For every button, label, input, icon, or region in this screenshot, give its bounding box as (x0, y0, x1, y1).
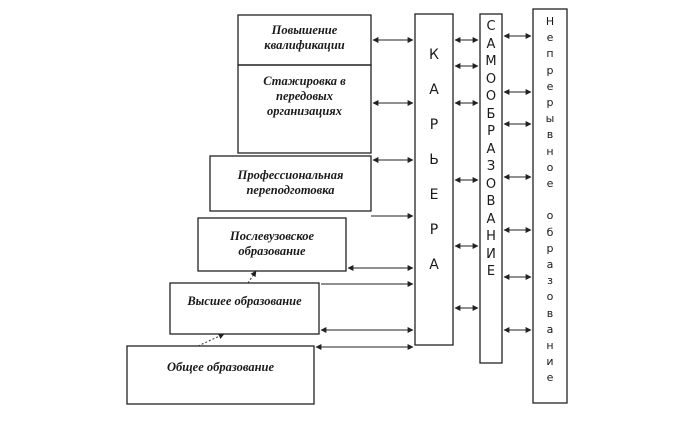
label-postgraduate: Послевузовское образование (229, 229, 315, 258)
box-internship (237, 64, 372, 154)
label-internship: Стажировка в передовых организациях (263, 74, 346, 118)
connector-general-higher (197, 333, 225, 347)
label-general: Общее образование (166, 360, 275, 374)
label-retraining: Профессиональная переподготовка (237, 168, 344, 197)
label-continuous: Н е п р е р ы в н о е о б р а з о в а н … (545, 15, 555, 385)
box-higher (169, 282, 320, 335)
label-higher: Высшее образование (187, 294, 302, 308)
label-qualification: Повышение квалификации (264, 23, 345, 52)
column-self-education (479, 13, 503, 364)
box-retraining (209, 155, 372, 212)
label-self-education: С А М О О Б Р А З О В А Н И Е (485, 19, 497, 279)
label-career: К А Р Ь Е Р А (429, 47, 439, 273)
connector-higher-postgraduate (247, 270, 257, 284)
column-continuous (532, 8, 568, 404)
box-postgraduate (197, 217, 347, 272)
column-career (414, 13, 454, 346)
box-general (126, 345, 315, 405)
